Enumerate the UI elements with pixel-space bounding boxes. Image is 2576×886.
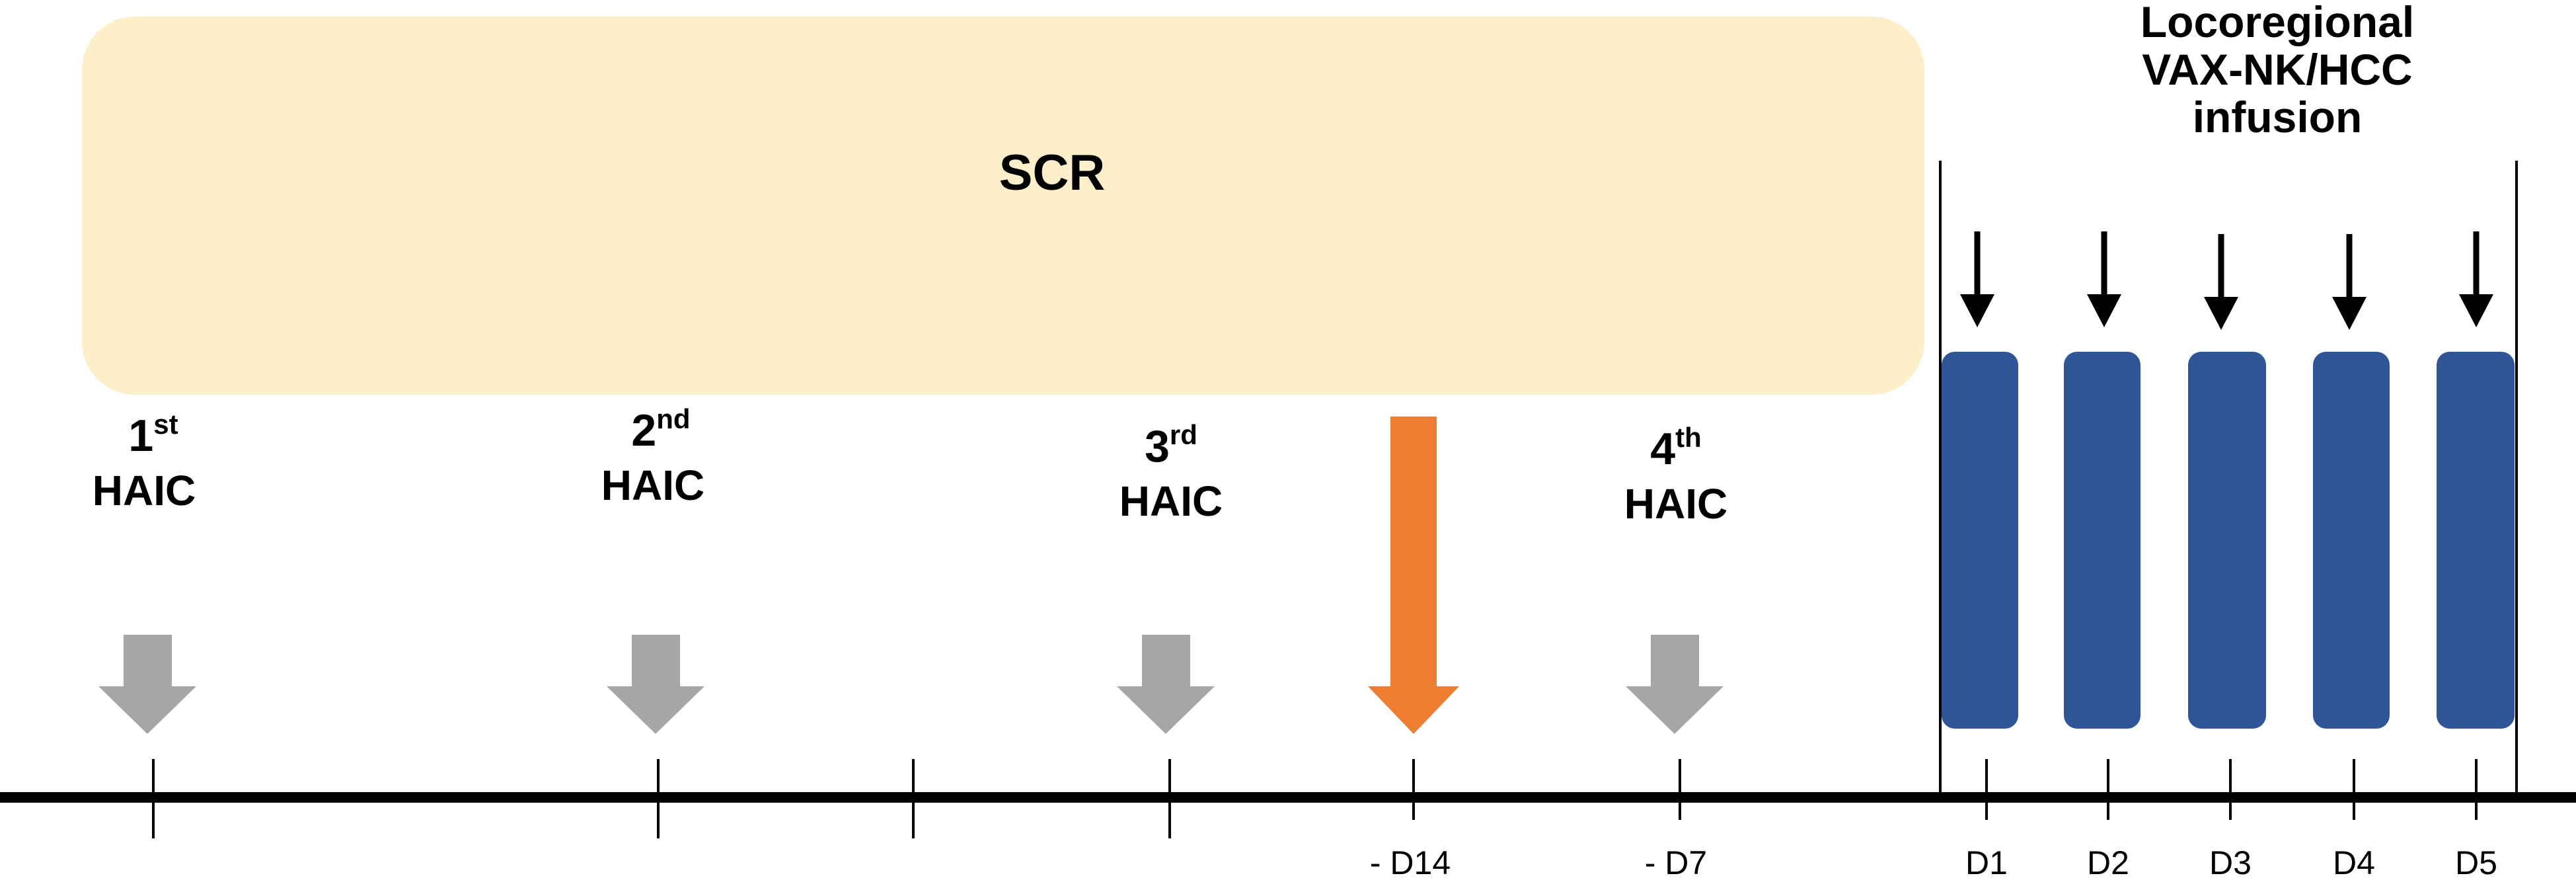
infusion-day-4 (2313, 234, 2390, 729)
infusion-day-5 (2437, 231, 2515, 729)
screening-label: SCR (999, 145, 1105, 201)
haic-arrow-1 (98, 635, 196, 734)
haic-ordinal: 3 (1145, 421, 1170, 471)
svg-text:2nd: 2nd (631, 403, 690, 456)
haic-suffix: nd (656, 403, 690, 434)
haic-name: HAIC (1624, 480, 1727, 528)
infusion-arrowhead-icon (2087, 294, 2121, 327)
infusion-day-1 (1942, 231, 2018, 729)
infusion-day-3 (2188, 234, 2266, 729)
haic-label-4: 4th HAIC (1624, 422, 1727, 528)
haic-label-2: 2nd HAIC (601, 403, 704, 509)
haic-name: HAIC (93, 467, 196, 514)
screening-period-box (82, 17, 1924, 395)
label-day-4: D4 (2333, 844, 2375, 881)
svg-text:4th: 4th (1650, 422, 1701, 474)
label-day-2: D2 (2087, 844, 2129, 881)
infusion-block (2313, 352, 2390, 729)
timeline-ticks (152, 759, 2478, 838)
infusion-arrowhead-icon (2204, 297, 2238, 330)
infusion-block (1942, 352, 2018, 729)
haic-name: HAIC (1119, 477, 1223, 525)
svg-text:3rd: 3rd (1145, 419, 1197, 471)
label-day-5: D5 (2455, 844, 2497, 881)
haic-label-3: 3rd HAIC (1119, 419, 1223, 525)
infusion-arrowhead-icon (2459, 294, 2493, 327)
haic-arrow-3 (1117, 635, 1215, 734)
haic-ordinal: 1 (128, 411, 153, 461)
haic-suffix: st (153, 409, 178, 440)
haic-name: HAIC (601, 462, 704, 509)
infusion-block (2188, 352, 2266, 729)
label-day-3: D3 (2209, 844, 2252, 881)
haic-suffix: th (1675, 422, 1702, 453)
day-minus-14-arrow (1368, 417, 1459, 734)
label-d7: - D7 (1645, 844, 1707, 881)
infusion-title: Locoregional VAX-NK/HCC infusion (2140, 0, 2414, 141)
infusion-title-line-2: VAX-NK/HCC (2142, 45, 2412, 94)
haic-suffix: rd (1170, 419, 1197, 450)
infusion-days (1942, 231, 2515, 729)
svg-text:1st: 1st (128, 409, 178, 461)
infusion-title-line-3: infusion (2193, 93, 2363, 141)
infusion-block (2437, 352, 2515, 729)
haic-label-1: 1st HAIC (93, 409, 196, 514)
infusion-arrowhead-icon (2332, 297, 2367, 330)
label-day-1: D1 (1965, 844, 2008, 881)
haic-ordinal: 2 (631, 405, 656, 456)
haic-arrows (98, 635, 1724, 734)
haic-arrow-2 (607, 635, 704, 734)
infusion-day-2 (2064, 231, 2140, 729)
infusion-title-line-1: Locoregional (2140, 0, 2414, 46)
infusion-arrowhead-icon (1960, 294, 1994, 327)
haic-arrow-4 (1626, 635, 1724, 734)
timeline-labels: - D14 - D7 D1 D2 D3 D4 D5 (1370, 844, 2497, 881)
label-d14: - D14 (1370, 844, 1451, 881)
infusion-block (2064, 352, 2140, 729)
haic-ordinal: 4 (1650, 424, 1675, 474)
